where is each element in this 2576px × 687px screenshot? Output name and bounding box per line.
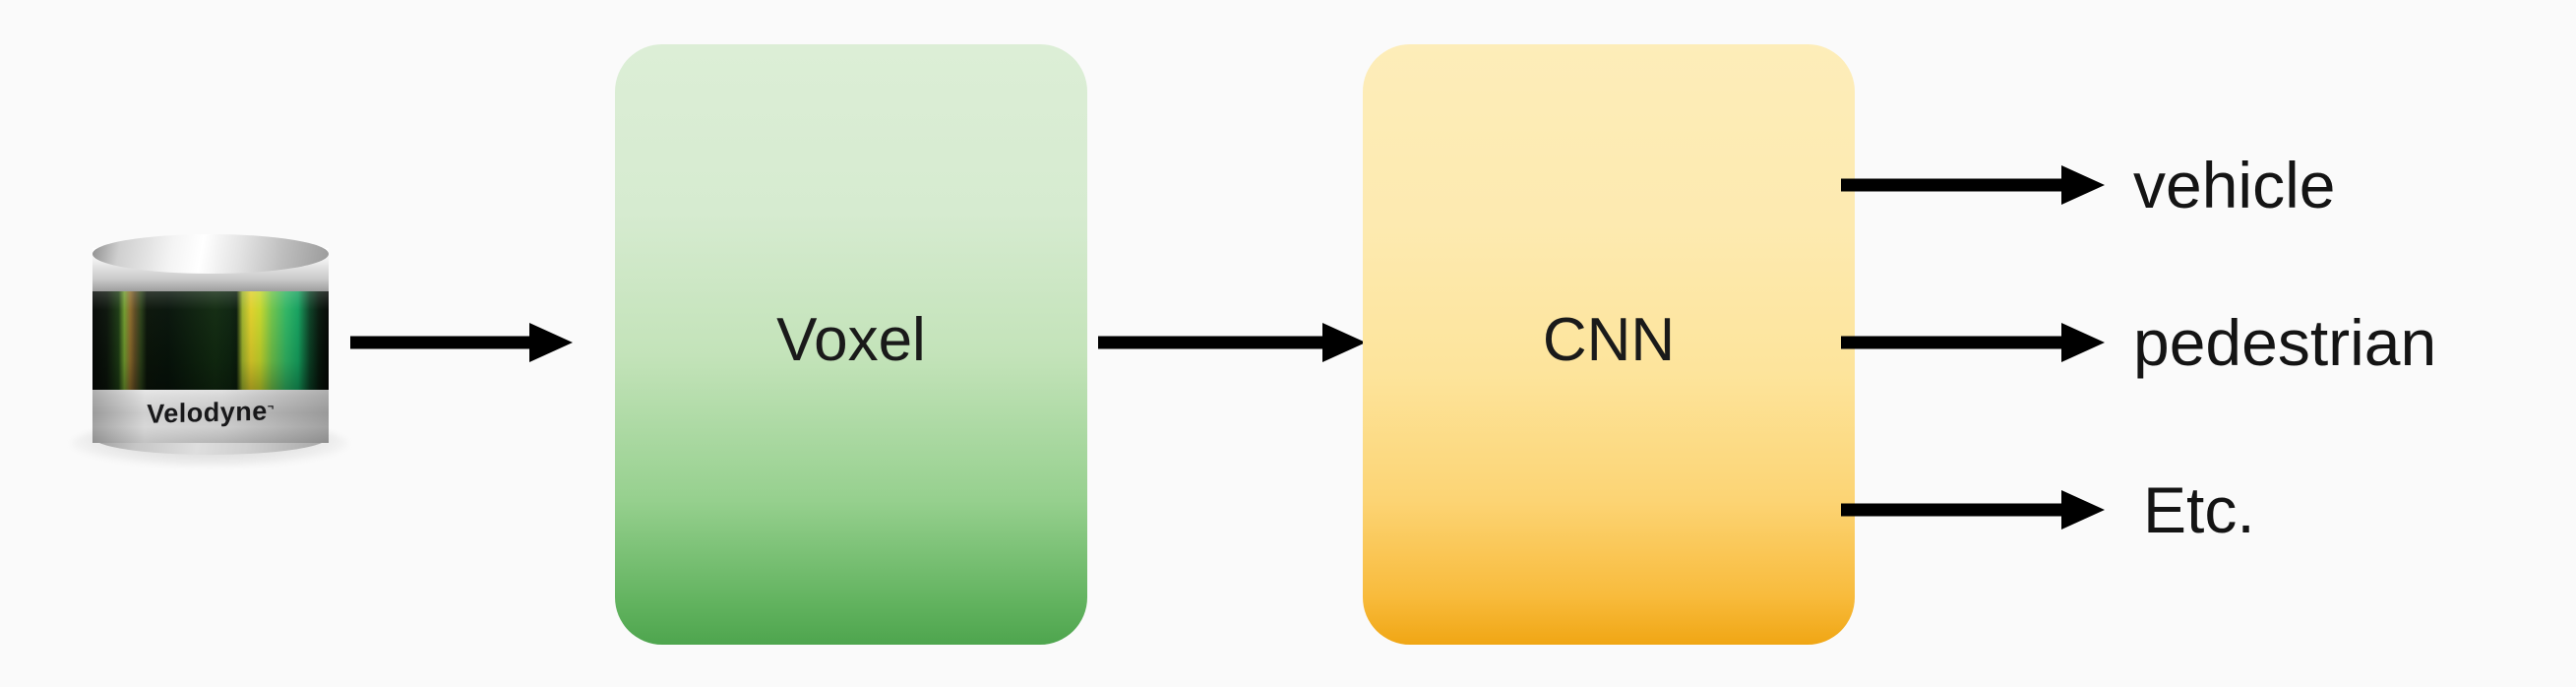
arrow-cnn-to-vehicle (1841, 162, 2105, 208)
sensor-lower-ring (92, 386, 329, 443)
stage-box-cnn-label: CNN (1542, 306, 1676, 374)
stage-box-voxel[interactable]: Voxel (615, 44, 1087, 645)
output-label-pedestrian: pedestrian (2133, 306, 2437, 379)
arrow-sensor-to-voxel (350, 320, 573, 365)
sensor-band-sheen (92, 287, 329, 390)
stage-box-cnn[interactable]: CNN (1363, 44, 1855, 645)
arrow-cnn-to-pedestrian (1841, 320, 2105, 365)
stage-box-voxel-label: Voxel (776, 306, 926, 374)
output-label-etc: Etc. (2143, 473, 2255, 546)
arrow-voxel-to-cnn (1098, 320, 1366, 365)
sensor-brand-label: Velodyne¬ (92, 395, 329, 431)
sensor-brand-text: Velodyne (147, 396, 268, 429)
velodyne-lidar-sensor: Velodyne¬ (71, 228, 348, 474)
arrow-cnn-to-etc (1841, 487, 2105, 532)
sensor-laser-window-band (92, 287, 329, 390)
output-label-vehicle: vehicle (2133, 149, 2336, 221)
sensor-top-cap (92, 234, 329, 274)
trademark-icon: ¬ (267, 401, 275, 413)
sensor-cylinder-body: Velodyne¬ (92, 234, 329, 455)
